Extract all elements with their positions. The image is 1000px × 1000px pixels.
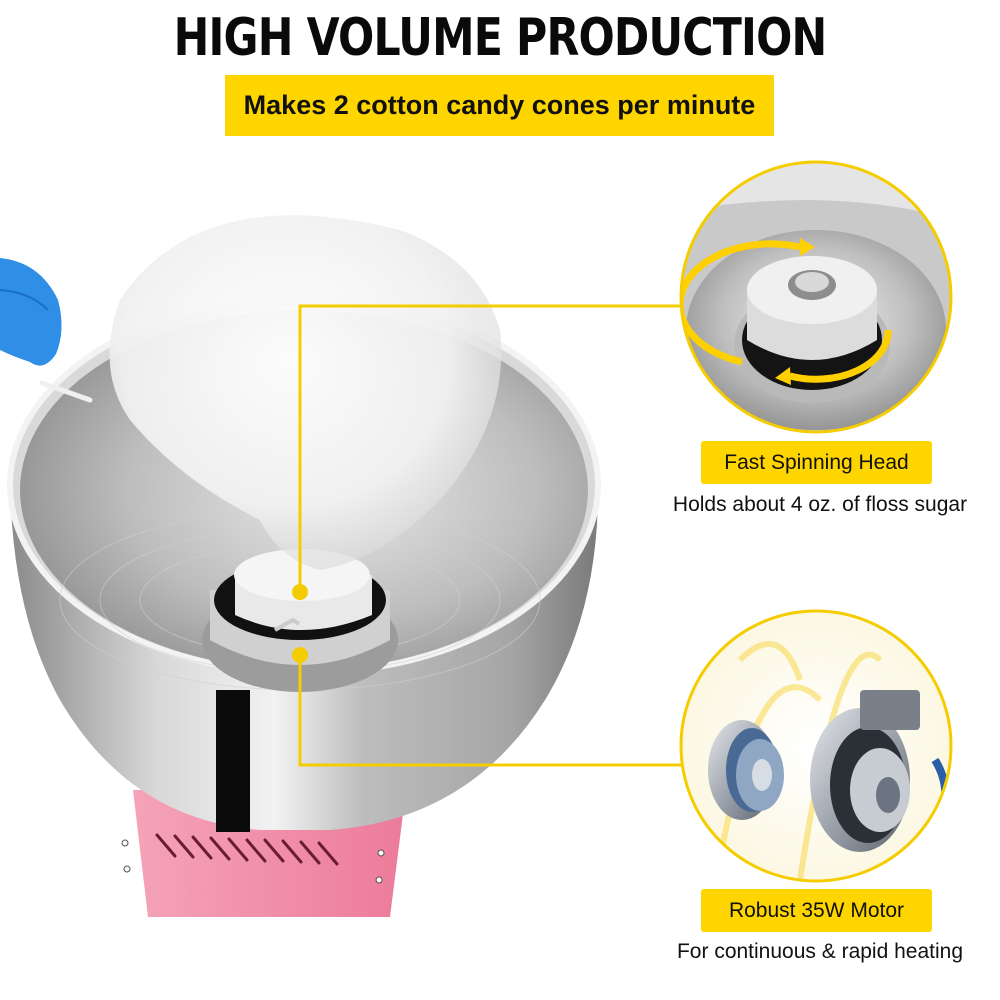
gloved-hand <box>0 258 93 403</box>
callout-dot-motor <box>292 647 308 663</box>
callout-dot-spinning-head <box>292 584 308 600</box>
spinning-head-closeup-icon <box>682 163 950 431</box>
feature-label-motor: Robust 35W Motor <box>701 889 932 932</box>
feature-description-motor: For continuous & rapid heating <box>676 940 963 963</box>
cotton-candy <box>109 215 502 570</box>
motor-exploded-view-icon <box>682 612 950 880</box>
feature-description-spinning-head: Holds about 4 oz. of floss sugar <box>672 493 968 516</box>
subtitle-text: Makes 2 cotton candy cones per minute <box>243 90 756 120</box>
feature-label-text: Fast Spinning Head <box>724 450 909 474</box>
feature-label-text: Robust 35W Motor <box>728 898 905 922</box>
subtitle-banner: Makes 2 cotton candy cones per minute <box>225 75 774 136</box>
callout-lines <box>298 304 682 767</box>
feature-label-spinning-head: Fast Spinning Head <box>701 441 932 484</box>
page-title: HIGH VOLUME PRODUCTION <box>173 8 828 68</box>
